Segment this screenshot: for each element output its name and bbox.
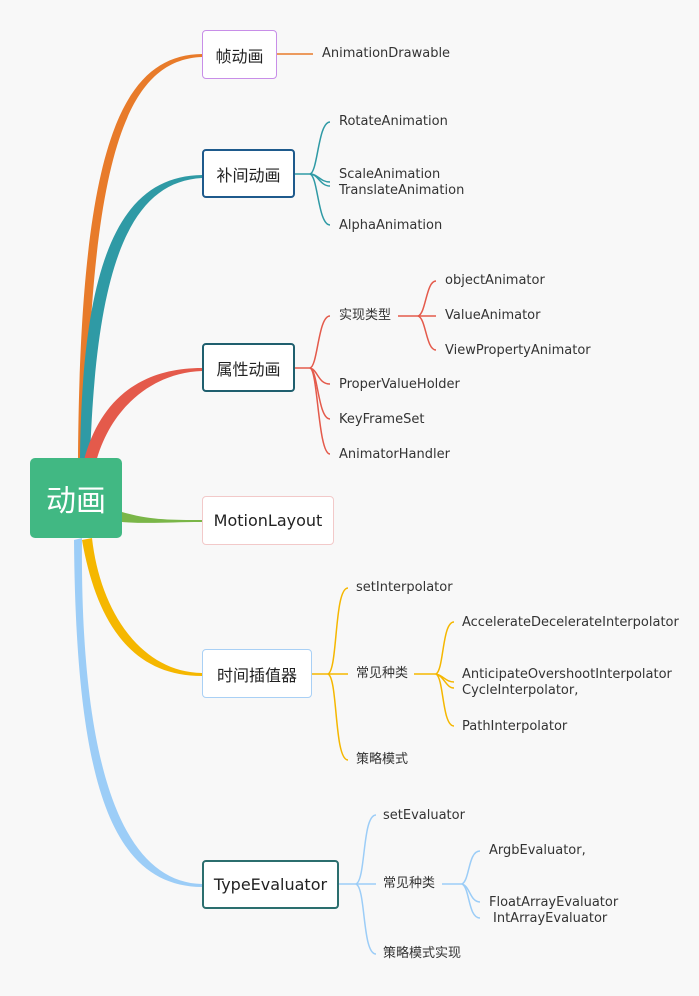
- leaf-node[interactable]: CycleInterpolator,: [462, 683, 579, 698]
- leaf-node[interactable]: setEvaluator: [383, 808, 465, 823]
- leaf-node[interactable]: KeyFrameSet: [339, 412, 425, 427]
- sub-node-common-types[interactable]: 常见种类: [356, 666, 409, 681]
- leaf-node[interactable]: ProperValueHolder: [339, 377, 460, 392]
- leaf-node[interactable]: AccelerateDecelerateInterpolator: [462, 615, 679, 630]
- leaf-node[interactable]: AnticipateOvershootInterpolator: [462, 667, 672, 682]
- leaf-node[interactable]: 策略模式实现: [383, 946, 462, 961]
- root-link-evaluator: [74, 538, 202, 887]
- leaf-node[interactable]: IntArrayEvaluator: [493, 911, 608, 926]
- sub-node-impl-types[interactable]: 实现类型: [339, 308, 392, 323]
- leaf-node[interactable]: ViewPropertyAnimator: [445, 343, 591, 358]
- leaf-node[interactable]: AnimationDrawable: [322, 46, 451, 61]
- leaf-node[interactable]: PathInterpolator: [462, 719, 568, 734]
- leaf-node[interactable]: AlphaAnimation: [339, 218, 443, 233]
- branch-tween-animation[interactable]: 补间动画: [202, 149, 295, 198]
- leaf-node[interactable]: ValueAnimator: [445, 308, 541, 323]
- leaf-node[interactable]: setInterpolator: [356, 580, 453, 595]
- branch-type-evaluator[interactable]: TypeEvaluator: [202, 860, 339, 909]
- leaf-node[interactable]: ArgbEvaluator,: [489, 843, 586, 858]
- leaf-node[interactable]: TranslateAnimation: [339, 183, 465, 198]
- leaf-node[interactable]: RotateAnimation: [339, 114, 448, 129]
- sub-node-common-types[interactable]: 常见种类: [383, 876, 436, 891]
- branch-interpolator[interactable]: 时间插值器: [202, 649, 312, 698]
- branch-frame-animation[interactable]: 帧动画: [202, 30, 277, 79]
- leaf-node[interactable]: AnimatorHandler: [339, 447, 450, 462]
- leaf-node[interactable]: ScaleAnimation: [339, 167, 441, 182]
- root-link-tween: [80, 175, 202, 460]
- leaf-node[interactable]: objectAnimator: [445, 273, 545, 288]
- leaf-node[interactable]: FloatArrayEvaluator: [489, 895, 619, 910]
- leaf-node[interactable]: 策略模式: [356, 752, 409, 767]
- root-node[interactable]: 动画: [30, 458, 122, 538]
- branch-property-animation[interactable]: 属性动画: [202, 343, 295, 392]
- root-link-motion: [122, 512, 202, 523]
- root-link-frame: [78, 54, 202, 460]
- root-link-interp: [82, 538, 202, 676]
- root-link-property: [84, 368, 202, 462]
- branch-motion-layout[interactable]: MotionLayout: [202, 496, 334, 545]
